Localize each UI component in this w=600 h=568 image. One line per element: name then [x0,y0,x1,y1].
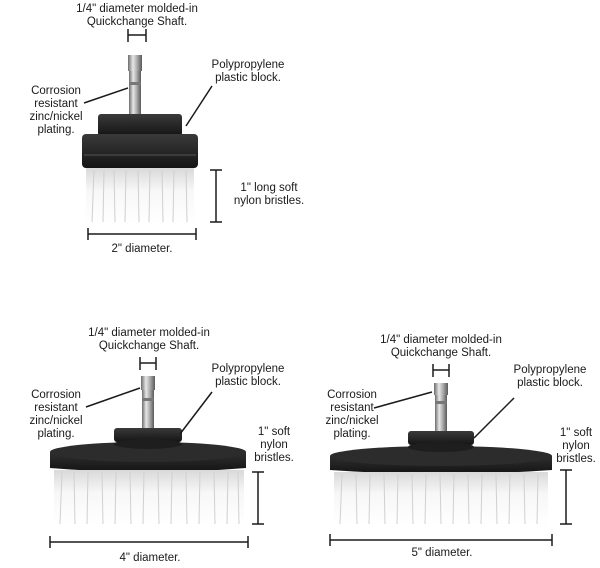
block-leader-line [185,85,213,127]
plating-label-line: zinc/nickel [29,111,83,123]
block-label-line: Polypropylene [211,59,285,71]
diameter-label: 4" diameter. [119,552,181,564]
bristle-length-bracket [560,469,572,525]
shaft-label-line: 1/4" diameter molded-in [380,334,502,346]
shaft-label-line: 1/4" diameter molded-in [88,327,210,339]
bristles-label: 1" long soft nylon bristles. [224,182,314,208]
plating-label-line: zinc/nickel [325,415,379,427]
bristles-label-line: nylon [260,439,288,451]
block-leader-line [473,397,515,439]
bristle-length-bracket [252,471,264,525]
shaft-label-line: 1/4" diameter molded-in [76,3,198,15]
block-label: Polypropylene plastic block. [198,363,298,389]
plating-leader-line [83,87,129,104]
block-leader-line [179,391,213,435]
plastic-block [82,114,198,168]
plating-label: Corrosion resistant zinc/nickel plating. [22,389,90,441]
hex-shaft [128,55,142,117]
bristles-label-line: nylon [562,440,590,452]
bristles-label-line: 1" long soft [240,182,298,194]
block-label: Polypropylene plastic block. [198,59,298,85]
bristles-label-line: 1" soft [257,426,291,438]
block-label-line: plastic block. [517,377,583,389]
plastic-block [50,428,246,472]
block-label-line: Polypropylene [513,364,587,376]
shaft-label: 1/4" diameter molded-in Quickchange Shaf… [62,3,212,29]
block-label-line: plastic block. [215,72,281,84]
bristles-label-line: bristles. [254,452,294,464]
plating-label: Corrosion resistant zinc/nickel plating. [318,389,386,441]
shaft-width-bracket [432,364,450,377]
diameter-bracket [329,534,553,546]
plating-label-line: resistant [34,402,78,414]
plating-label-line: Corrosion [327,389,377,401]
shaft-width-bracket [139,357,157,370]
shaft-label-line: Quickchange Shaft. [390,347,492,359]
brush-small [82,29,222,240]
brush-medium [49,357,264,548]
diameter-bracket [49,536,249,548]
bristle-length-bracket [210,169,222,223]
brush-large [329,364,572,546]
block-label-line: Polypropylene [211,363,285,375]
plating-leader-line [373,391,433,409]
plating-label: Corrosion resistant zinc/nickel plating. [22,85,90,137]
plating-label-line: plating. [333,428,371,440]
bristles-label-line: bristles. [556,453,596,465]
shaft-label-line: Quickchange Shaft. [98,340,200,352]
plating-label-line: resistant [34,98,78,110]
bristles-label: 1" soft nylon bristles. [552,427,600,466]
plating-label-line: plating. [37,124,75,136]
nylon-bristles [334,472,548,526]
hex-shaft [434,383,448,433]
bristles-label-line: nylon bristles. [233,195,305,207]
bristles-label: 1" soft nylon bristles. [246,426,302,465]
diameter-label: 2" diameter. [111,243,173,255]
bristles-label-line: 1" soft [559,427,593,439]
shaft-label: 1/4" diameter molded-in Quickchange Shaf… [74,327,224,353]
nylon-bristles [86,168,194,224]
nylon-bristles [54,470,244,526]
shaft-width-bracket [127,29,147,42]
hex-shaft [141,376,155,430]
shaft-label-line: Quickchange Shaft. [86,16,188,28]
plating-label-line: resistant [330,402,374,414]
shaft-label: 1/4" diameter molded-in Quickchange Shaf… [366,334,516,360]
plastic-block [330,431,552,474]
diameter-bracket [87,228,197,240]
plating-label-line: plating. [37,428,75,440]
plating-label-line: Corrosion [31,389,81,401]
block-label-line: plastic block. [215,376,281,388]
diameter-label: 5" diameter. [411,547,473,559]
block-label: Polypropylene plastic block. [500,364,600,390]
plating-label-line: zinc/nickel [29,415,83,427]
plating-leader-line [85,387,141,408]
plating-label-line: Corrosion [31,85,81,97]
